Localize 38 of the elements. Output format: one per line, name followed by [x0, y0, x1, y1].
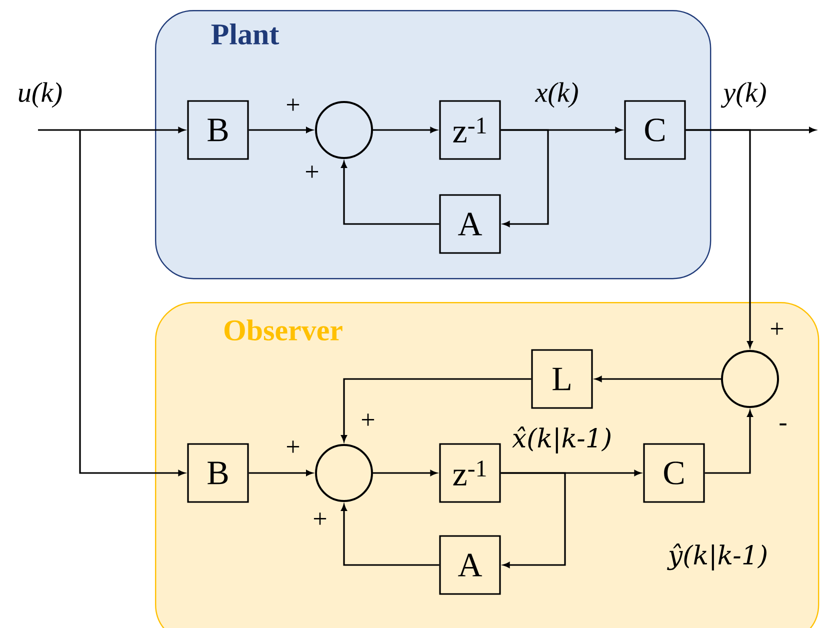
- arrow: [38, 127, 185, 133]
- arrow: [500, 472, 566, 568]
- sign-label: +: [362, 414, 374, 426]
- arrow: [341, 504, 440, 566]
- sign-label: +: [770, 322, 784, 335]
- arrow: [373, 127, 437, 133]
- arrow: [595, 376, 721, 382]
- summing-junction: [315, 101, 373, 159]
- arrow: [248, 127, 313, 133]
- block-box: z$^{-1}$: [439, 443, 501, 503]
- sign-label: +: [314, 512, 326, 525]
- arrow: [79, 130, 185, 476]
- signal-label: u(k): [18, 82, 62, 108]
- block-box: A: [439, 535, 501, 595]
- summing-junction: [315, 444, 373, 502]
- block-box: z$^{-1}$: [439, 100, 501, 160]
- block-box: A: [439, 194, 501, 254]
- arrow: [341, 161, 440, 225]
- sign-label: +: [286, 98, 300, 111]
- block-box: B: [187, 100, 249, 160]
- block-box: L: [531, 349, 593, 409]
- arrow: [248, 470, 313, 476]
- block-box: C: [643, 443, 705, 503]
- summing-junction: [721, 350, 779, 408]
- block-box: C: [624, 100, 686, 160]
- sign-label: +: [286, 440, 300, 453]
- block-box: B: [187, 443, 249, 503]
- arrow: [704, 410, 753, 474]
- arrow: [500, 129, 549, 227]
- sign-label: +: [306, 166, 318, 178]
- arrow: [341, 378, 532, 442]
- signal-label: x(k): [534, 82, 578, 108]
- sign-label: -: [780, 423, 786, 426]
- signal-label: ŷ(k|k-1): [666, 544, 766, 570]
- signal-label: x̂(k|k-1): [512, 426, 610, 454]
- arrow: [373, 470, 437, 476]
- arrow: [686, 129, 753, 348]
- signal-label: y(k): [720, 82, 766, 108]
